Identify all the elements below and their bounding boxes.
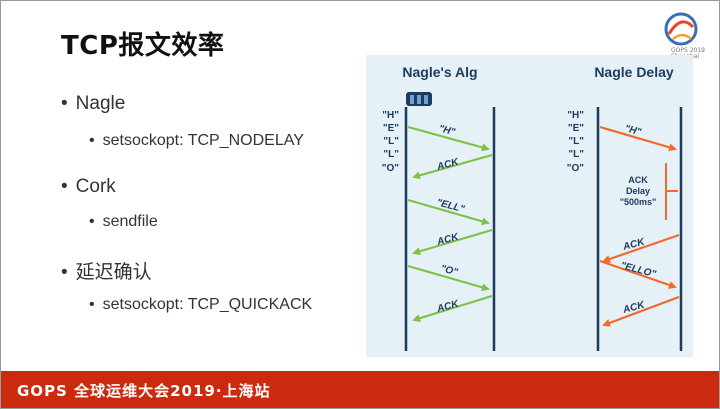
arrow-label: "O" <box>439 263 459 278</box>
left-arrow-ack-3 <box>412 294 493 323</box>
left-arrow-ack-2 <box>412 228 493 256</box>
logo-line1: GOPS 2019 <box>671 47 705 54</box>
char-label: "O" <box>382 163 400 174</box>
right-arrow-ack-2 <box>602 295 680 327</box>
bullet-text: Nagle <box>75 93 126 114</box>
bullet-sendfile: •sendfile <box>89 213 158 230</box>
char-label: "L" <box>383 136 399 147</box>
arrow-label: "H" <box>437 123 456 138</box>
left-arrow-h <box>407 125 490 152</box>
char-label: "L" <box>568 149 584 160</box>
bullet-nodelay: •setsockopt: TCP_NODELAY <box>89 132 304 149</box>
arrow-label: ACK <box>435 231 460 248</box>
left-arrow-ack-1 <box>412 153 493 180</box>
bullet-quickack: •setsockopt: TCP_QUICKACK <box>89 296 313 313</box>
delay-label: ACK <box>628 175 648 185</box>
char-label: "L" <box>568 136 584 147</box>
char-label: "O" <box>567 163 585 174</box>
right-arrow-ack-1 <box>602 233 680 263</box>
left-arrow-o <box>407 264 490 292</box>
char-label: "H" <box>567 110 584 121</box>
char-label: "L" <box>383 149 399 160</box>
bullet-nagle: •Nagle <box>61 93 126 114</box>
left-arrow-ell <box>407 198 490 226</box>
char-label: "E" <box>383 123 399 134</box>
char-label: "E" <box>568 123 584 134</box>
footer-text: GOPS 全球运维大会2019·上海站 <box>17 382 271 400</box>
arrow-label: "H" <box>623 123 642 138</box>
nagle-diagram: Nagle's Alg Nagle Delay "H" "E" "L" "L" … <box>366 55 693 357</box>
delay-label: "500ms" <box>620 197 657 207</box>
right-diagram-title: Nagle Delay <box>594 64 674 80</box>
delay-label: Delay <box>626 186 650 196</box>
bullet-text: setsockopt: TCP_NODELAY <box>102 132 304 149</box>
bullet-delayed-ack: •延迟确认 <box>61 262 152 283</box>
arrow-label: "ELLO" <box>619 260 657 280</box>
right-arrow-ello <box>599 259 677 289</box>
bullet-text: Cork <box>75 176 116 197</box>
bullet-text: setsockopt: TCP_QUICKACK <box>102 296 313 313</box>
socket-reel-icon <box>406 92 432 106</box>
footer-bar: GOPS 全球运维大会2019·上海站 <box>1 371 719 408</box>
right-arrow-h <box>599 125 677 152</box>
char-label: "H" <box>382 110 399 121</box>
bullet-text: 延迟确认 <box>75 262 152 283</box>
gops-logo-icon <box>664 12 698 46</box>
arrow-label: ACK <box>435 298 460 315</box>
bullet-cork: •Cork <box>61 176 116 197</box>
slide-title: TCP报文效率 <box>61 31 225 61</box>
arrow-label: ACK <box>435 156 460 173</box>
left-diagram-title: Nagle's Alg <box>402 64 477 80</box>
bullet-text: sendfile <box>102 213 158 230</box>
